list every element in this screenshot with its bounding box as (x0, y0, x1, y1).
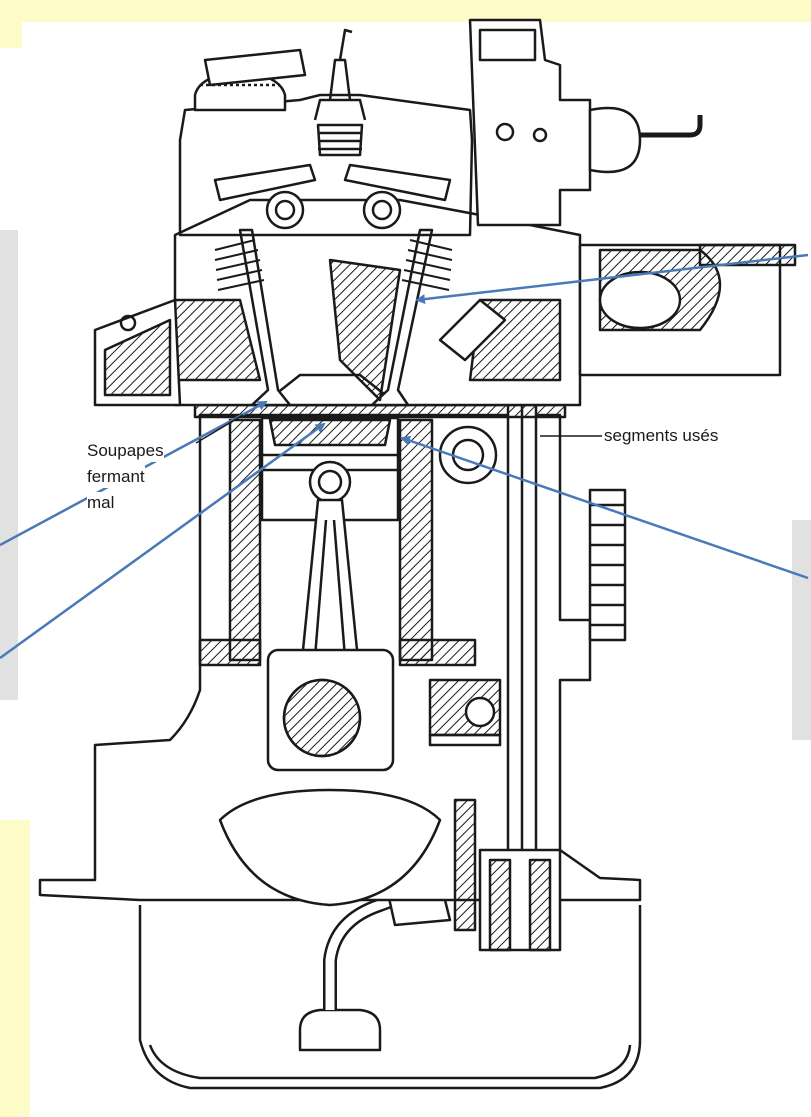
background-left-photo-fragment (0, 230, 18, 700)
arrow-exhaust-valve (415, 253, 809, 305)
oil-pickup (298, 1008, 382, 1052)
rocker-shaft-left (265, 190, 305, 230)
distributor (468, 18, 592, 227)
crank-counterweight (218, 788, 442, 907)
rocker-arm-right (343, 163, 452, 202)
intake-pipe (203, 48, 307, 87)
valve-spring-left (214, 239, 265, 291)
camshaft (438, 425, 498, 485)
vacuum-advance (588, 106, 642, 174)
arrow-combustion-chamber (0, 422, 326, 660)
rocker-shaft-right (362, 190, 402, 230)
label-worn-rings: segments usés (604, 425, 719, 447)
background-top-strip (0, 0, 811, 22)
background-left-strip-top (0, 0, 22, 48)
label-valves-line3: mal (87, 492, 115, 514)
cylinder-wall-right (398, 418, 434, 662)
valve-spring-right (401, 239, 453, 291)
rocker-arm-left (213, 163, 317, 202)
engine-drawing (38, 18, 797, 1090)
background-left-strip-bottom (0, 820, 30, 1117)
piston-pin (308, 460, 352, 504)
cylinder-wall-left (228, 418, 262, 662)
oil-pan (138, 905, 642, 1090)
leader-valves (195, 414, 244, 444)
label-valves-line1: Soupapes (87, 440, 164, 462)
intake-valve (238, 228, 292, 407)
label-valves-line2: fermant (87, 466, 145, 488)
arrow-piston-rings (400, 435, 809, 580)
